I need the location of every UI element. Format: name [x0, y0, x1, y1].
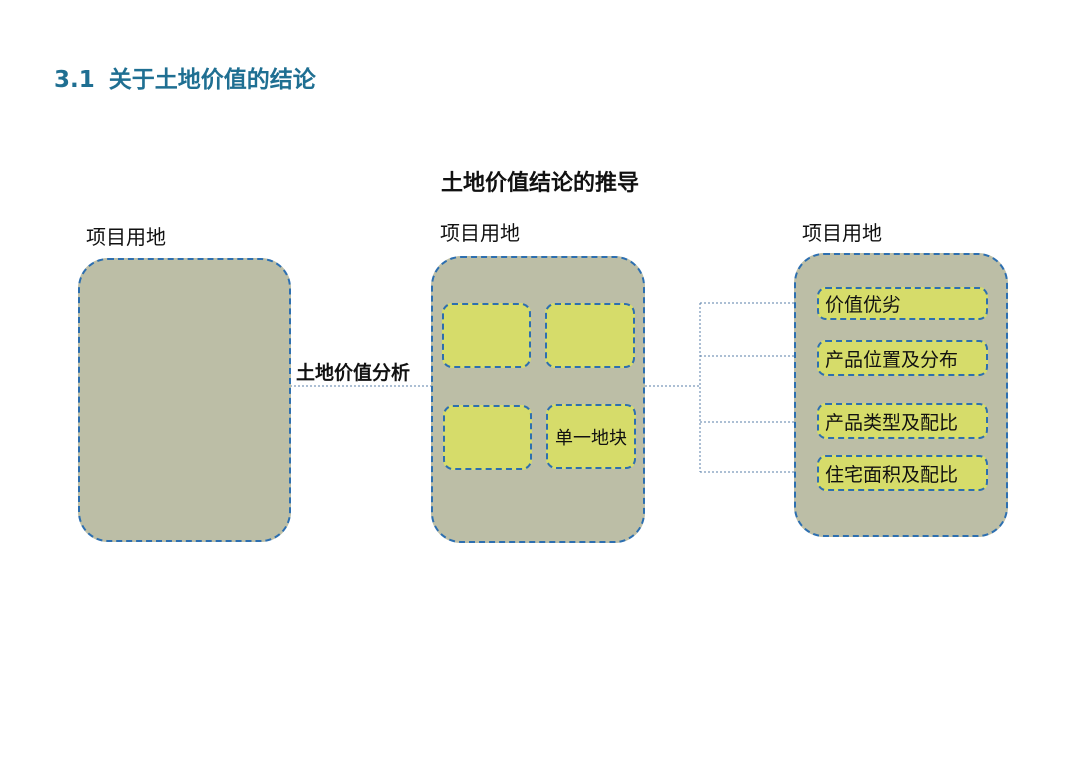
left-box-label: 项目用地 [86, 225, 166, 249]
single-parcel-label: 单一地块 [555, 427, 627, 449]
section-title: 3.1 关于土地价值的结论 [54, 60, 316, 94]
land-value-analysis-label: 土地价值分析 [296, 358, 411, 385]
middle-project-land-panel [431, 256, 645, 543]
middle-box-label: 项目用地 [440, 221, 520, 245]
diagram-title: 土地价值结论的推导 [440, 171, 639, 196]
result-item-value-quality: 价值优劣 [817, 287, 988, 320]
section-title-text: 关于土地价值的结论 [108, 67, 316, 93]
result-item-product-type-ratio: 产品类型及配比 [817, 403, 988, 439]
parcel-cell-3 [443, 405, 532, 470]
left-project-land-panel [78, 258, 291, 542]
parcel-cell-2 [545, 303, 635, 368]
right-box-label: 项目用地 [802, 221, 882, 245]
parcel-cell-1 [442, 303, 531, 368]
result-item-product-location: 产品位置及分布 [817, 340, 988, 376]
single-parcel-cell: 单一地块 [546, 404, 636, 469]
section-number: 3.1 [54, 67, 95, 93]
result-item-residential-area-ratio: 住宅面积及配比 [817, 455, 988, 491]
